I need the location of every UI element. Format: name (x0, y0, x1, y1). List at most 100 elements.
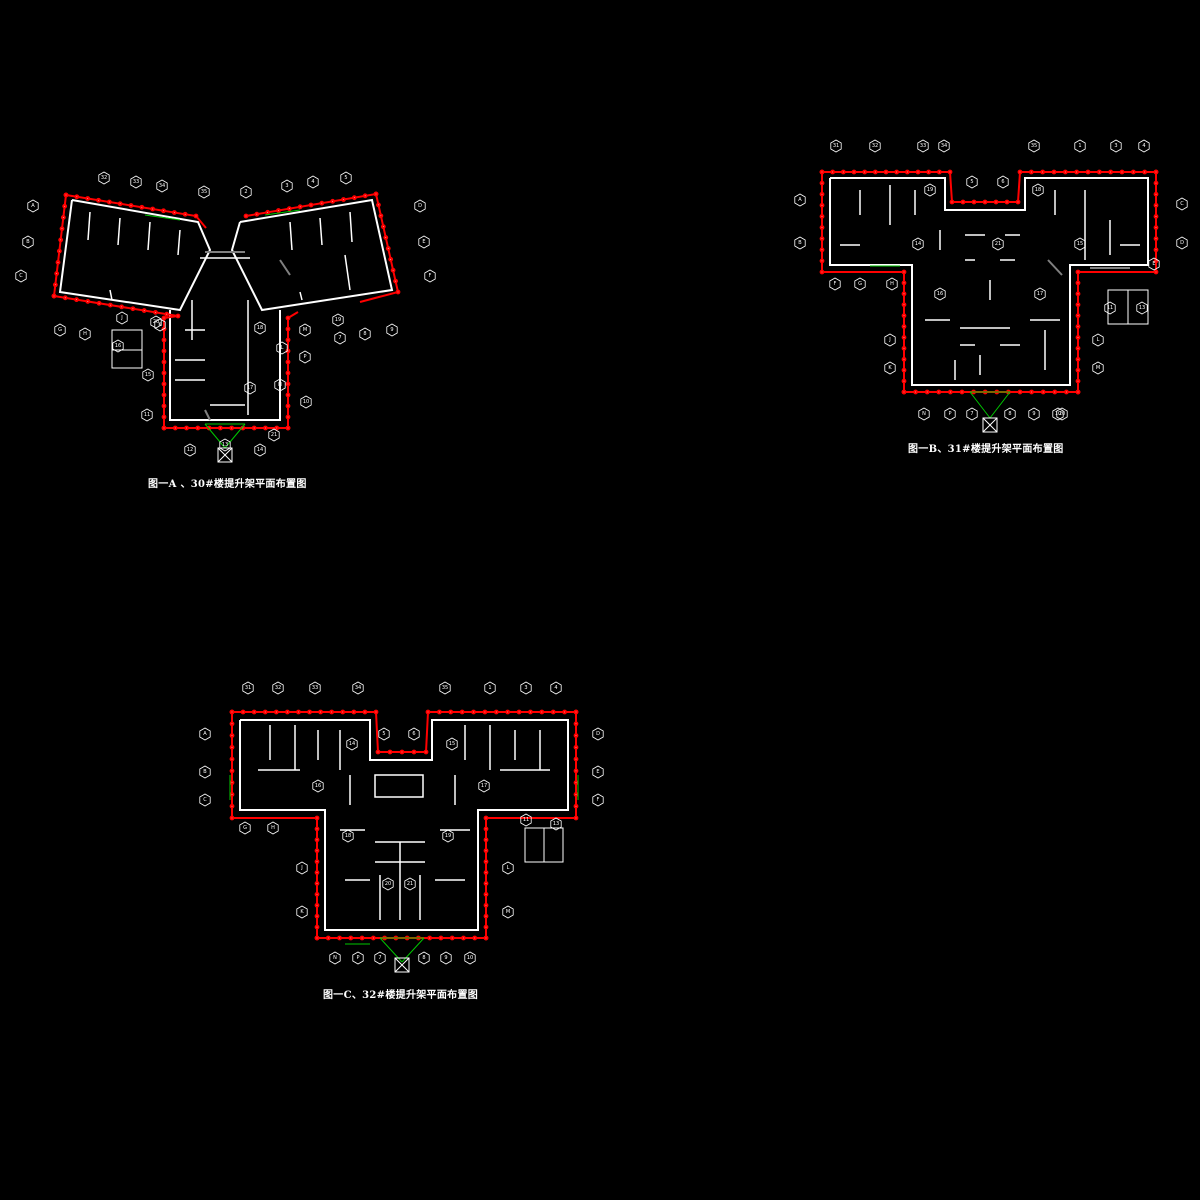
grid-axis-label: P (303, 354, 306, 360)
scaffold-node (819, 247, 825, 253)
scaffold-node (819, 258, 825, 264)
scaffold-node (388, 256, 394, 262)
scaffold-node (883, 169, 889, 175)
grid-axis-marker (794, 193, 806, 207)
grid-axis-marker (340, 171, 352, 185)
grid-axis-marker (997, 175, 1009, 189)
scaffold-node (229, 709, 235, 715)
scaffold-node (351, 195, 357, 201)
grid-axis-label: 11 (144, 412, 150, 418)
grid-axis-label: 35 (442, 685, 448, 691)
scaffold-node (175, 313, 181, 319)
grid-axis-marker (520, 681, 532, 695)
grid-axis-label: F (597, 797, 600, 803)
scaffold-node (528, 709, 533, 715)
scaffold-node (229, 756, 235, 762)
grid-axis-marker (1110, 139, 1122, 153)
grid-axis-marker (966, 175, 978, 189)
scaffold-node (411, 749, 417, 755)
scaffold-node (901, 345, 907, 351)
grid-axis-label: A (31, 203, 35, 209)
scaffold-node (285, 315, 291, 321)
scaffold-node (1153, 225, 1159, 230)
grid-axis-marker (296, 861, 308, 875)
scaffold-node (62, 295, 68, 301)
scaffold-node (819, 180, 825, 186)
grid-axis-marker (414, 199, 426, 213)
grid-axis-marker (1004, 407, 1016, 421)
grid-axis-marker (54, 323, 66, 337)
scaffold-node (314, 881, 320, 886)
scaffold-node (285, 381, 291, 387)
scaffold-node (913, 389, 918, 395)
scaffold-node (1119, 169, 1125, 175)
scaffold-node (1004, 199, 1010, 205)
grid-axis-marker (386, 323, 398, 337)
grid-axis-marker (439, 681, 451, 695)
grid-axis-label: 18 (257, 325, 263, 331)
scaffold-node (351, 709, 357, 715)
scaffold-node (1074, 169, 1080, 175)
grid-axis-marker (254, 443, 266, 457)
scaffold-node (378, 213, 384, 219)
grid-axis-label: 16 (937, 291, 943, 297)
scaffold-node (819, 236, 825, 242)
scaffold-node (830, 169, 836, 175)
grid-axis-label: 10 (1055, 411, 1061, 417)
scaffold-node (936, 169, 942, 175)
scaffold-node (901, 269, 907, 275)
scaffold-node (399, 749, 405, 755)
grid-axis-label: 20 (385, 881, 391, 887)
grid-axis-marker (854, 277, 866, 291)
scaffold-node (993, 199, 999, 205)
grid-axis-marker (912, 237, 924, 251)
grid-axis-label: 14 (349, 741, 355, 747)
scaffold-node (348, 935, 354, 941)
scaffold-node (1153, 214, 1159, 219)
grid-axis-label: 15 (1077, 241, 1083, 247)
scaffold-node (1153, 236, 1159, 242)
grid-axis-marker (830, 139, 842, 153)
scaffold-node (161, 414, 167, 420)
grid-axis-marker (1028, 407, 1040, 421)
grid-axis-label: 1 (1078, 143, 1081, 149)
grid-axis-marker (378, 727, 390, 741)
scaffold-node (1130, 169, 1136, 175)
scaffold-node (54, 271, 60, 276)
scaffold-node (229, 425, 235, 431)
grid-axis-marker (142, 368, 154, 382)
grid-axis-marker (1176, 197, 1188, 211)
scaffold-node (265, 209, 271, 215)
scaffold-node (926, 169, 932, 175)
grid-axis-label: 15 (449, 741, 455, 747)
plan-b-support (870, 265, 1011, 419)
scaffold-node (341, 197, 346, 202)
scaffold-node (96, 300, 102, 306)
scaffold-node (314, 902, 320, 908)
grid-axis-marker (150, 315, 162, 329)
plan-c-interior (258, 725, 550, 920)
grid-axis-label: 9 (390, 327, 393, 333)
scaffold-node (161, 315, 167, 321)
scaffold-node (505, 709, 511, 715)
scaffold-node (314, 859, 320, 865)
grid-axis-label: M (506, 909, 510, 915)
scaffold-node (150, 206, 156, 212)
scaffold-node (459, 709, 465, 715)
scaffold-node (59, 226, 65, 232)
grid-axis-marker (520, 813, 532, 827)
scaffold-node (1142, 169, 1148, 175)
scaffold-node (1015, 199, 1021, 205)
grid-axis-label: 8 (1008, 411, 1011, 417)
grid-axis-label: N (278, 382, 282, 388)
scaffold-node (60, 215, 66, 220)
scaffold-node (483, 815, 489, 821)
grid-axis-marker (924, 183, 936, 197)
scaffold-node (62, 203, 68, 209)
grid-axis-label: 7 (338, 335, 341, 341)
grid-axis-marker (299, 350, 311, 364)
scaffold-node (285, 425, 291, 431)
